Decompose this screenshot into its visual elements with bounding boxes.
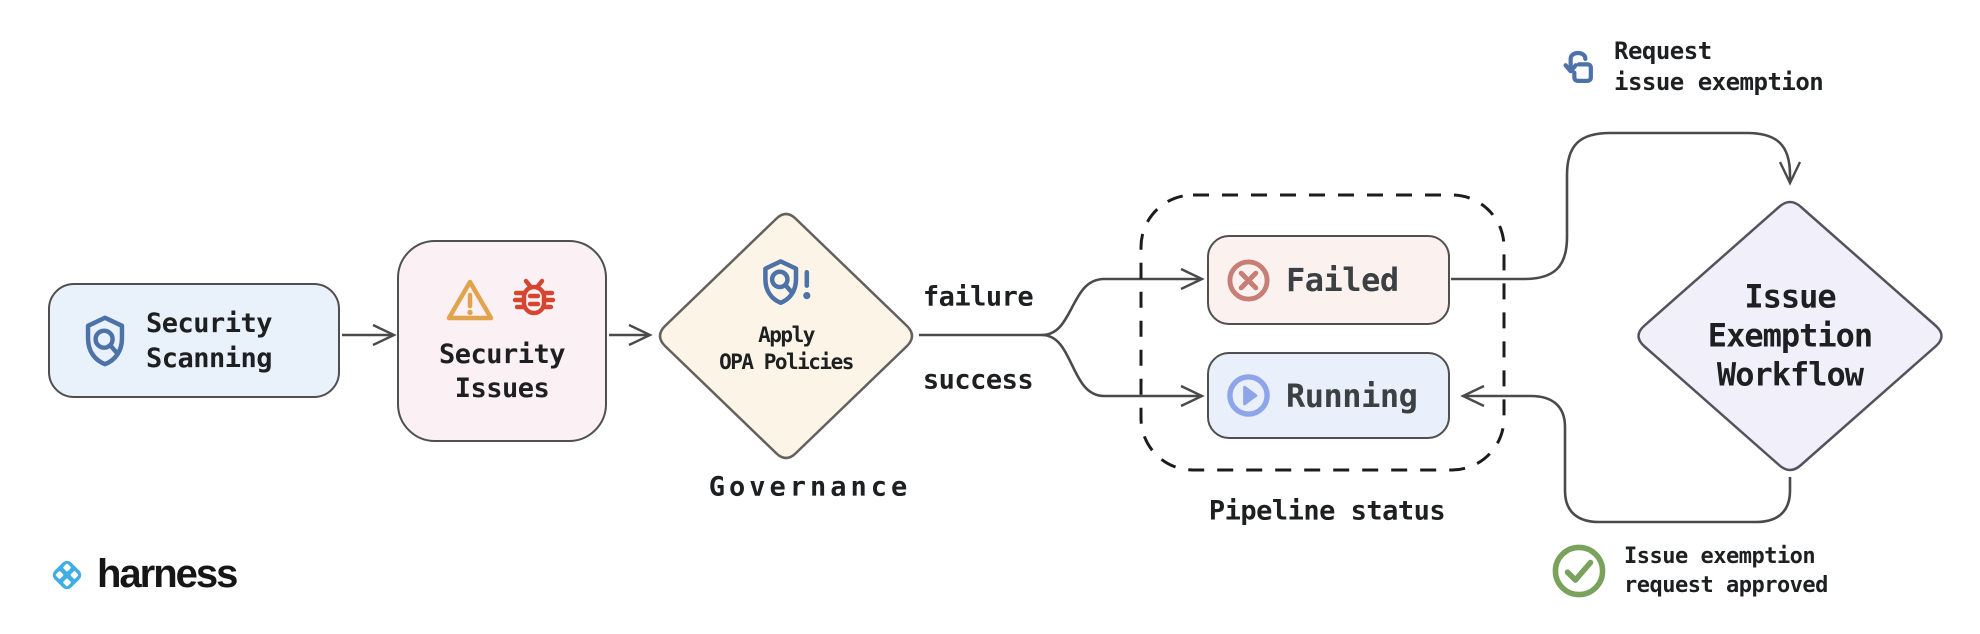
apply-opa-diamond-shape: [658, 212, 914, 460]
shield-search-icon: [85, 315, 125, 366]
edge-label-failure: failure: [922, 281, 1034, 313]
warning-icon: [446, 279, 494, 321]
harness-logo-icon: [52, 560, 82, 589]
node-failed: Failed: [1207, 235, 1450, 325]
harness-wordmark: harness: [97, 552, 238, 596]
annotation-label-request-exemption: Request issue exemption: [1614, 37, 1824, 96]
annotation-label-request-approved: Issue exemption request approved: [1624, 544, 1828, 598]
node-label-issue-exemption-workflow: Issue Exemption Workflow: [1707, 277, 1873, 394]
bug-icon: [512, 278, 556, 316]
shield-alert-icon: [763, 259, 811, 306]
node-label-running: Running: [1286, 376, 1418, 415]
node-security-scanning: Security Scanning: [48, 283, 340, 398]
circle-x-icon: [1227, 258, 1270, 302]
edge-label-success: success: [922, 364, 1034, 396]
governance-caption: Governance: [708, 471, 912, 503]
pipeline-status-group-border: [1139, 193, 1506, 472]
node-label-apply-opa-policies: Apply OPA Policies: [719, 323, 854, 374]
node-label-failed: Failed: [1286, 261, 1399, 299]
annotation-request-exemption: Request issue exemption: [1556, 36, 1824, 98]
edge-opa-success: [1041, 333, 1205, 408]
node-security-issues: Security Issues: [397, 240, 607, 442]
issue-exemption-diamond-shape: [1637, 200, 1943, 472]
pipeline-status-caption: Pipeline status: [1208, 495, 1446, 527]
node-label-security-issues: Security Issues: [438, 339, 566, 404]
edge-failed-to-exemption: [1451, 131, 1802, 281]
circle-play-icon: [1227, 374, 1270, 417]
edge-opa-failure: [1041, 267, 1205, 337]
tap-request-icon: [1563, 50, 1593, 83]
annotation-request-approved: Issue exemption request approved: [1550, 542, 1828, 600]
node-running: Running: [1207, 352, 1450, 439]
edge-exemption-to-running: [1460, 384, 1792, 524]
node-label-security-scanning: Security Scanning: [146, 307, 273, 374]
harness-logo: harness: [46, 552, 238, 597]
circle-check-icon: [1552, 544, 1606, 598]
security-issues-icons: [446, 276, 558, 324]
